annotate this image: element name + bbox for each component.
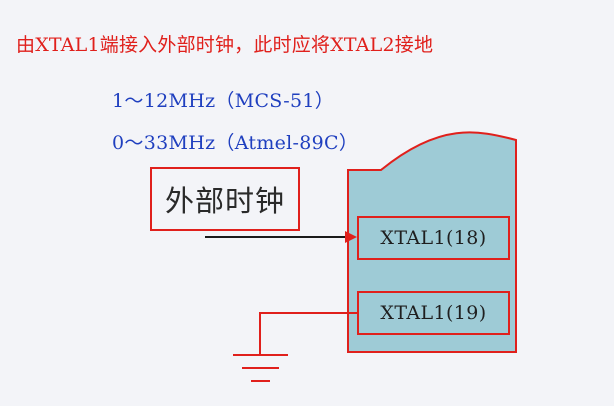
external-clock-box: 外部时钟: [150, 167, 300, 231]
ground-symbol: [233, 354, 288, 382]
spec-mcs51: 1～12MHz（MCS-51）: [112, 90, 335, 112]
chip-body: [347, 131, 517, 353]
ground-wire: [259, 312, 357, 355]
spec-atmel89c: 0～33MHz（Atmel-89C）: [112, 132, 359, 154]
slide-title: 由XTAL1端接入外部时钟，此时应将XTAL2接地: [16, 34, 434, 56]
pin-xtal1-19: XTAL1(19): [357, 291, 510, 335]
clock-arrow: [345, 231, 357, 243]
pin-xtal1-18: XTAL1(18): [357, 216, 510, 260]
